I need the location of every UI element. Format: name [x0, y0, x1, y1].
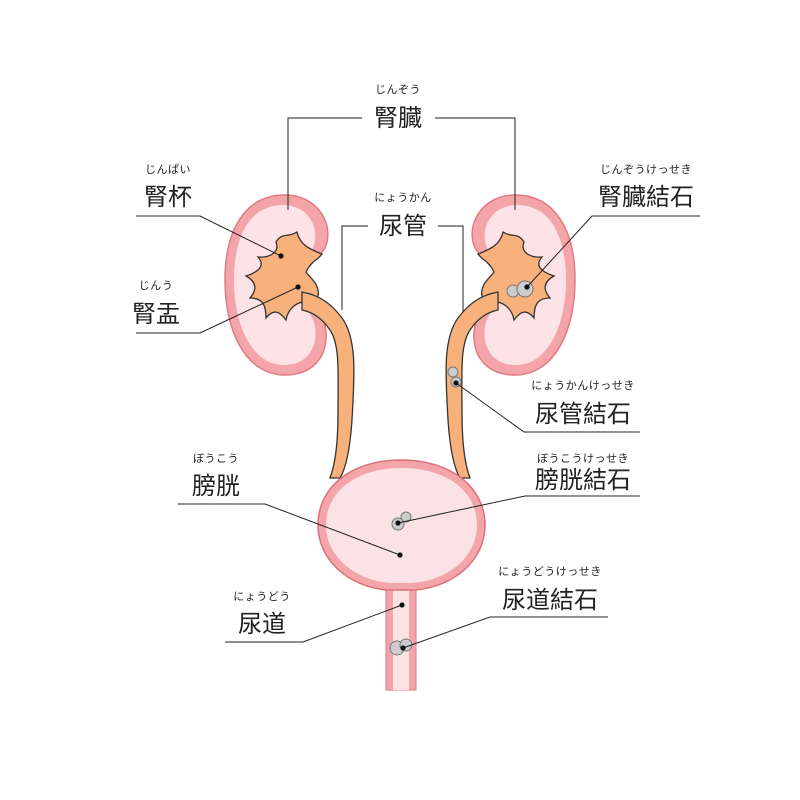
urethra-stone-leader-line: [402, 616, 608, 649]
urethra-label: 尿道: [238, 610, 286, 638]
calyx-ruby: じんぱい: [145, 163, 191, 176]
kidney-stone-leader-line: [526, 215, 700, 288]
pelvis-leader-line: [136, 286, 299, 334]
bladder-stone-leader-line: [397, 495, 640, 524]
calyx-leader-line: [136, 215, 282, 257]
urethra-stone-label: 尿道結石: [502, 586, 598, 614]
anchor-dots: [278, 253, 530, 651]
urethra-leader-line: [225, 604, 403, 643]
leader-lines: [136, 117, 700, 649]
pelvis-ruby: じんう: [138, 279, 174, 292]
left-kidney: [224, 194, 329, 376]
right-ureter: [445, 291, 499, 479]
ureter-stone-ruby: にょうかんけっせき: [531, 379, 635, 392]
kidney-ruby: じんぞう: [375, 83, 421, 96]
kidney-bracket-line: [287, 117, 516, 210]
left-ureter: [301, 291, 355, 479]
urethra-stone-ruby: にょうどうけっせき: [498, 565, 602, 578]
ureter-stone-label: 尿管結石: [535, 400, 631, 428]
ureter-label: 尿管: [379, 212, 427, 240]
pelvis-label: 腎盂: [132, 300, 180, 328]
bladder-stone-label: 膀胱結石: [535, 466, 631, 494]
calyx-label: 腎杯: [144, 183, 192, 211]
kidney-stone-ruby: じんぞうけっせき: [600, 163, 692, 176]
urethra-inner: [393, 590, 409, 690]
bladder-stone-ruby: ぼうこうけっせき: [537, 452, 629, 465]
bladder-leader-line: [178, 503, 401, 556]
bladder-label: 膀胱: [192, 472, 240, 500]
ureter-ruby: にょうかん: [374, 191, 432, 204]
kidney-label: 腎臓: [374, 104, 422, 132]
bladder-ruby: ぼうこう: [193, 452, 239, 465]
kidney-stone-label: 腎臓結石: [598, 183, 694, 211]
urethra-ruby: にょうどう: [233, 590, 291, 603]
ureter-stone-leader-line: [455, 382, 640, 433]
ureter-bracket-line: [341, 225, 464, 312]
urethra: [385, 585, 417, 691]
